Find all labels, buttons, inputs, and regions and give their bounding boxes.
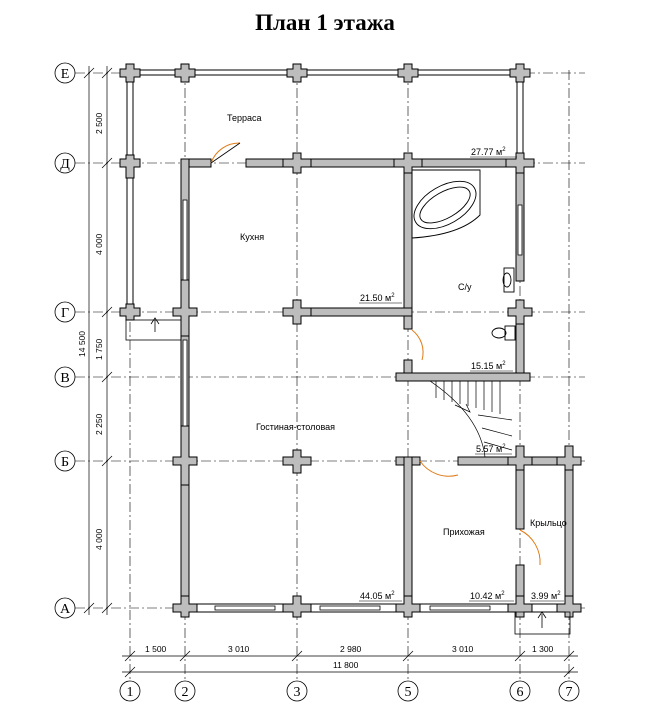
entrance-steps bbox=[125, 317, 571, 635]
col-axis-labels: 1 2 3 5 6 7 bbox=[127, 685, 573, 700]
area-label: 15.15 м bbox=[471, 361, 502, 371]
svg-text:2 500: 2 500 bbox=[94, 112, 104, 134]
room-terrace: Терраса bbox=[227, 113, 262, 123]
bottom-dimensions bbox=[122, 650, 578, 678]
area-label: 10.42 м bbox=[470, 591, 501, 601]
area-label: 21.50 м bbox=[360, 293, 391, 303]
walls bbox=[126, 69, 581, 613]
svg-text:1 750: 1 750 bbox=[94, 338, 104, 360]
svg-text:5.57 м2: 5.57 м2 bbox=[476, 444, 506, 454]
svg-text:1 300: 1 300 bbox=[532, 644, 554, 654]
svg-text:3.99 м2: 3.99 м2 bbox=[531, 591, 561, 601]
area-label: 44.05 м bbox=[360, 591, 391, 601]
doors bbox=[210, 142, 541, 566]
left-dimensions bbox=[83, 66, 113, 615]
svg-text:3 010: 3 010 bbox=[228, 644, 250, 654]
svg-text:Д: Д bbox=[60, 157, 70, 172]
svg-text:В: В bbox=[60, 371, 69, 386]
row-axis-labels: Е Д Г В Б А bbox=[60, 67, 71, 617]
room-kitchen: Кухня bbox=[240, 232, 264, 242]
svg-text:1: 1 bbox=[127, 685, 134, 700]
staircase bbox=[429, 380, 513, 458]
area-label: 3.99 м bbox=[531, 591, 557, 601]
plan-title: План 1 этажа bbox=[255, 10, 395, 35]
svg-text:2: 2 bbox=[182, 685, 189, 700]
svg-text:27.77 м2: 27.77 м2 bbox=[471, 147, 506, 157]
svg-text:А: А bbox=[60, 602, 71, 617]
room-porch: Крыльцо bbox=[530, 518, 567, 528]
left-dimension-labels: 2 500 4 000 1 750 2 250 4 000 14 500 bbox=[77, 112, 104, 550]
svg-text:Г: Г bbox=[61, 306, 69, 321]
svg-text:4 000: 4 000 bbox=[94, 528, 104, 550]
svg-text:15.15 м2: 15.15 м2 bbox=[471, 361, 506, 371]
svg-text:2 980: 2 980 bbox=[340, 644, 362, 654]
area-label: 27.77 м bbox=[471, 147, 502, 157]
svg-text:5: 5 bbox=[405, 685, 412, 700]
svg-text:11 800: 11 800 bbox=[333, 660, 359, 670]
svg-text:14 500: 14 500 bbox=[77, 331, 87, 357]
svg-text:4 000: 4 000 bbox=[94, 233, 104, 255]
svg-text:3 010: 3 010 bbox=[452, 644, 474, 654]
bath-fixtures bbox=[411, 169, 516, 341]
area-label: 5.57 м bbox=[476, 444, 502, 454]
windows bbox=[182, 199, 523, 611]
bottom-dimension-labels: 1 500 3 010 2 980 3 010 1 300 11 800 bbox=[145, 644, 554, 670]
svg-text:2 250: 2 250 bbox=[94, 413, 104, 435]
svg-text:1 500: 1 500 bbox=[145, 644, 167, 654]
log-corners bbox=[119, 63, 582, 618]
svg-text:21.50 м2: 21.50 м2 bbox=[360, 293, 395, 303]
svg-text:44.05 м2: 44.05 м2 bbox=[360, 591, 395, 601]
svg-text:10.42 м2: 10.42 м2 bbox=[470, 591, 505, 601]
svg-text:7: 7 bbox=[566, 685, 573, 700]
room-bathroom: С/у bbox=[458, 282, 472, 292]
svg-text:Е: Е bbox=[61, 67, 70, 82]
svg-text:Б: Б bbox=[61, 455, 69, 470]
row-axis-bubbles bbox=[54, 62, 76, 619]
svg-text:6: 6 bbox=[517, 685, 524, 700]
room-living: Гостиная-столовая bbox=[256, 422, 335, 432]
room-areas: 27.77 м2 21.50 м2 15.15 м2 5.57 м2 44.05… bbox=[359, 147, 564, 602]
svg-text:3: 3 bbox=[294, 685, 301, 700]
col-axis-bubbles bbox=[119, 680, 580, 702]
room-hall: Прихожая bbox=[443, 527, 485, 537]
